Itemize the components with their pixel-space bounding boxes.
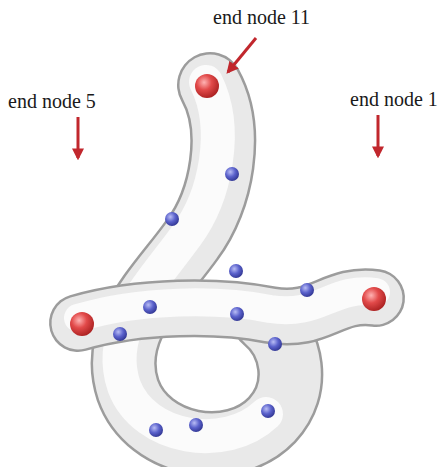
callout-label: end node 1 [350, 88, 438, 110]
blue-sphere [113, 167, 314, 437]
callout-label: end node 11 [213, 6, 310, 28]
surface-tube [119, 82, 290, 444]
pointer-arrow [78, 38, 378, 158]
surface-tube [78, 291, 376, 323]
callout-label: end node 5 [8, 90, 96, 112]
red-sphere [70, 74, 386, 336]
